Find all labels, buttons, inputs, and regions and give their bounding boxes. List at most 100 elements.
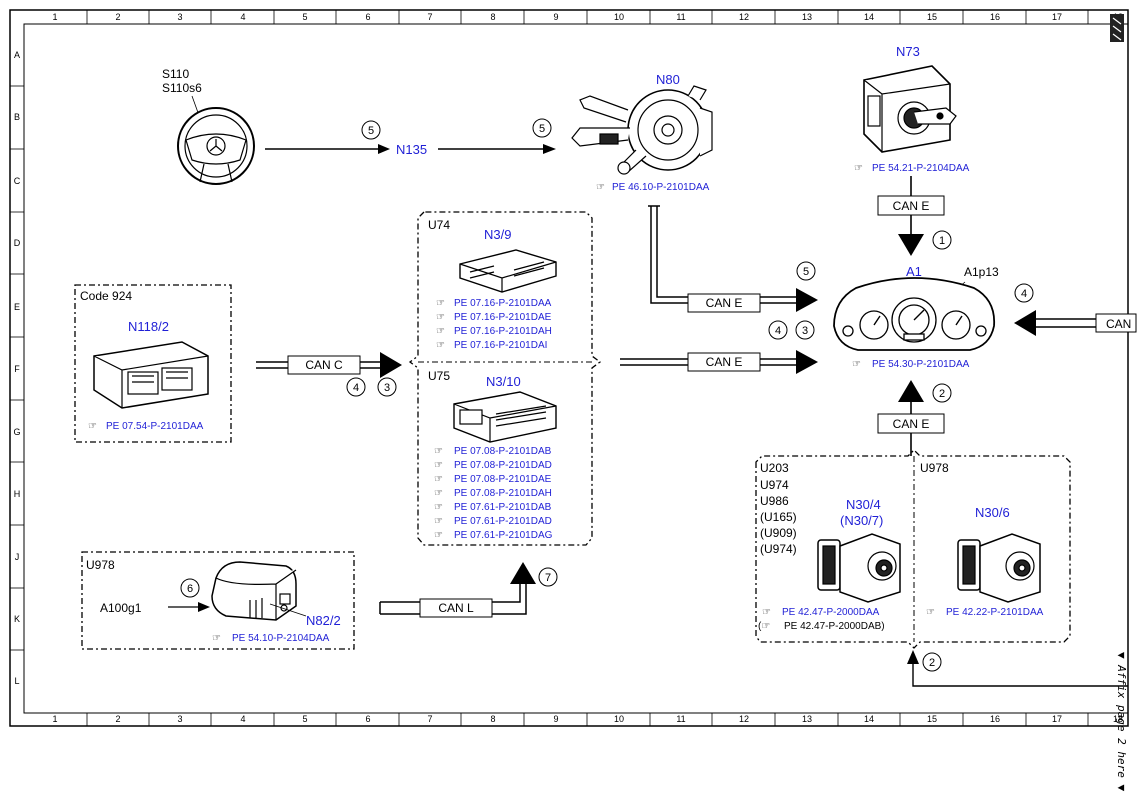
svg-text:☞: ☞ (434, 530, 443, 541)
a100g1-label: A100g1 (100, 601, 142, 615)
column-label-5: 5 (302, 12, 307, 22)
variant-6: (U974) (760, 542, 797, 556)
row-label-L: L (14, 676, 19, 686)
variant-5: (U909) (760, 526, 797, 540)
svg-text:☞: ☞ (434, 460, 443, 471)
column-label-1: 1 (52, 12, 57, 22)
can-e-label-n80: CAN E (706, 296, 743, 310)
n30-4-ref: PE 42.47-P-2000DAA (782, 607, 880, 618)
u978-right-label: U978 (920, 461, 949, 475)
n80-label: N80 (656, 72, 680, 87)
ref-icon: ☞ (762, 607, 771, 618)
ref-icon: ☞ (854, 163, 863, 174)
n80-ref: PE 46.10-P-2101DAA (612, 182, 710, 193)
u74-ref-4: PE 07.16-P-2101DAI (454, 340, 547, 351)
u75-refs: ☞PE 07.08-P-2101DAB ☞PE 07.08-P-2101DAD … (434, 446, 553, 541)
row-label-E: E (14, 302, 20, 312)
n30-4-variants: U203 U974 U986 (U165) (U909) (U974) (760, 461, 797, 556)
column-label-7: 7 (427, 714, 432, 724)
n118-2-label: N118/2 (128, 319, 169, 334)
svg-text:☞: ☞ (436, 312, 445, 323)
n30-4-ref-alt: PE 42.47-P-2000DAB) (784, 621, 885, 632)
marker-5b: 5 (539, 123, 545, 135)
column-label-3: 3 (177, 12, 182, 22)
column-label-8: 8 (490, 714, 495, 724)
column-label-5: 5 (302, 714, 307, 724)
u74-ref-2: PE 07.16-P-2101DAE (454, 312, 552, 323)
svg-text:☞: ☞ (434, 488, 443, 499)
column-label-3: 3 (177, 714, 182, 724)
column-label-2: 2 (115, 12, 120, 22)
engine-ecu-bracket (408, 211, 602, 546)
u75-ref-1: PE 07.08-P-2101DAB (454, 446, 552, 457)
column-label-4: 4 (240, 12, 245, 22)
svg-text:☞: ☞ (436, 340, 445, 351)
u74-ref-3: PE 07.16-P-2101DAH (454, 326, 552, 337)
column-label-9: 9 (553, 12, 558, 22)
code924-label: Code 924 (80, 289, 132, 303)
row-label-F: F (14, 364, 20, 374)
n82-2-ref: PE 54.10-P-2104DAA (232, 633, 330, 644)
u75-ref-3: PE 07.08-P-2101DAE (454, 474, 552, 485)
svg-text:(☞: (☞ (758, 621, 770, 632)
row-label-A: A (14, 50, 20, 60)
ref-icon: ☞ (926, 607, 935, 618)
u74-refs: ☞PE 07.16-P-2101DAA ☞PE 07.16-P-2101DAE … (436, 298, 552, 351)
marker-3b: 3 (802, 325, 808, 337)
u978-left-label: U978 (86, 558, 115, 572)
can-c-label: CAN C (305, 358, 343, 372)
column-label-17: 17 (1052, 714, 1062, 724)
ignition-switch-icon (863, 65, 957, 153)
s110s6-label: S110s6 (162, 81, 202, 95)
variant-2: U974 (760, 478, 789, 492)
n118-2-module-icon (93, 341, 209, 409)
ref-icon: ☞ (88, 421, 97, 432)
n30-4-label: N30/4 (846, 497, 881, 512)
n3-10-ecu-icon (453, 391, 557, 443)
steering-column-module-icon (571, 85, 713, 175)
u75-ref-6: PE 07.61-P-2101DAD (454, 516, 552, 527)
row-label-G: G (13, 427, 20, 437)
column-label-16: 16 (990, 12, 1000, 22)
column-label-7: 7 (427, 12, 432, 22)
a1p13-label: A1p13 (964, 265, 999, 279)
u75-ref-4: PE 07.08-P-2101DAH (454, 488, 552, 499)
marker-6: 6 (187, 583, 193, 595)
n30-6-esp-unit-icon (957, 533, 1041, 603)
marker-4b: 4 (775, 325, 781, 337)
variant-1: U203 (760, 461, 789, 475)
marker-2a: 2 (939, 388, 945, 400)
column-label-12: 12 (739, 12, 749, 22)
s110-label: S110 (162, 67, 189, 81)
can-l-label: CAN L (438, 601, 474, 615)
n30-7-label: (N30/7) (840, 513, 883, 528)
inner-frame (23, 23, 1129, 714)
marker-1: 1 (939, 235, 945, 247)
column-label-9: 9 (553, 714, 558, 724)
row-label-J: J (15, 552, 20, 562)
u75-label: U75 (428, 369, 450, 383)
n3-10-label: N3/10 (486, 374, 521, 389)
can-e-label-ecu: CAN E (706, 355, 743, 369)
column-label-16: 16 (990, 714, 1000, 724)
ref-icon: ☞ (852, 359, 861, 370)
u75-ref-7: PE 07.61-P-2101DAG (454, 530, 553, 541)
n30-4-abs-unit-icon (817, 533, 901, 603)
n3-9-ecu-icon (459, 249, 557, 293)
marker-7: 7 (545, 572, 551, 584)
column-label-18: 18 (1113, 714, 1123, 724)
instrument-cluster-icon (833, 277, 996, 351)
variant-3: U986 (760, 494, 789, 508)
marker-4a: 4 (353, 382, 359, 394)
n118-2-ref: PE 07.54-P-2101DAA (106, 421, 204, 432)
steering-wheel-icon (177, 107, 255, 185)
svg-text:☞: ☞ (434, 502, 443, 513)
n82-2-battery-control-icon (211, 561, 297, 621)
n30-6-label: N30/6 (975, 505, 1010, 520)
svg-text:☞: ☞ (434, 446, 443, 457)
marker-5c: 5 (803, 266, 809, 278)
column-label-15: 15 (927, 12, 937, 22)
a1-label: A1 (906, 264, 922, 279)
row-label-H: H (14, 489, 21, 499)
